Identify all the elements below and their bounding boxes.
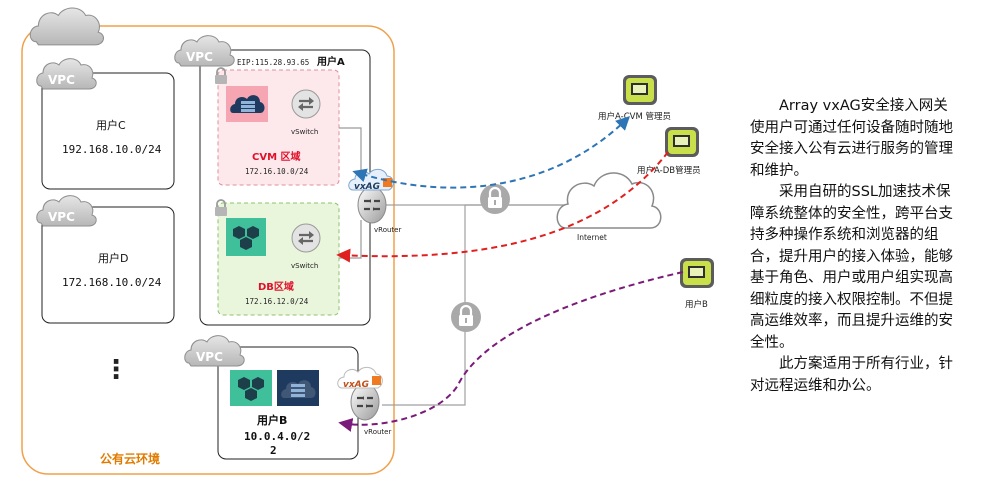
cvm-zone-cidr: 172.16.10.0/24: [245, 167, 309, 176]
description-paragraph: Array vxAG安全接入网关使用户可通过任何设备随时随地安全接入公有云进行服…: [750, 98, 953, 179]
user-b-remote-label: 用户B: [685, 299, 708, 310]
vpc-user-a: VPC EIP:115.28.93.65 用户A vSwitch CVM 区域: [174, 35, 371, 326]
vpc-cloud-icon: VPC: [36, 195, 97, 227]
cvm-zone-title: CVM 区域: [252, 150, 301, 163]
user-b-vrouter: vRouter vxAG: [337, 366, 391, 436]
db-vswitch-label: vSwitch: [291, 262, 318, 270]
lock-icon: [215, 67, 227, 84]
user-c-cidr: 192.168.10.0/24: [62, 143, 162, 156]
internet-cloud-icon: [556, 172, 662, 229]
vswitch-icon: [290, 222, 322, 254]
user-b-terminal-icon: [680, 258, 714, 288]
public-cloud-icon: [29, 7, 104, 46]
lock-icon: [215, 199, 227, 216]
db-admin-label: 用户A-DB管理员: [637, 165, 701, 176]
user-a-vrouter-label: vRouter: [374, 226, 401, 234]
user-b-cidr-line1: 10.0.4.0/2: [244, 430, 310, 443]
vpc-cloud-icon: VPC: [174, 35, 235, 67]
db-admin-terminal-icon: [665, 127, 699, 157]
svg-text:VPC: VPC: [186, 50, 213, 64]
cvm-vswitch-label: vSwitch: [291, 128, 318, 136]
user-b-access-arrow: [338, 271, 684, 432]
ssl-lock-icon: [478, 182, 512, 216]
cloud-server-icon: [226, 86, 268, 122]
vpc-cloud-icon: VPC: [184, 335, 245, 367]
database-icon: [230, 370, 272, 406]
user-d-name: 用户D: [98, 251, 128, 265]
public-cloud-environment: 公有云环境: [21, 7, 395, 475]
user-b-vrouter-label: vRouter: [364, 428, 391, 436]
db-zone-cidr: 172.16.12.0/24: [245, 297, 309, 306]
user-a-name: 用户A: [316, 55, 345, 68]
database-icon: [226, 218, 266, 256]
user-b-cidr-line2: 2: [270, 444, 277, 457]
internet-label: Internet: [577, 233, 607, 242]
cvm-admin-access-arrow: [352, 116, 630, 189]
db-admin-access-arrow: [336, 151, 669, 263]
svg-text:VPC: VPC: [196, 350, 223, 364]
db-zone: vSwitch DB区域 172.16.12.0/24: [215, 199, 340, 316]
vpc-user-d: VPC 用户D 172.168.10.0/24: [36, 195, 175, 324]
vpc-user-c: VPC 用户C 192.168.10.0/24: [36, 58, 175, 190]
user-d-cidr: 172.168.10.0/24: [62, 276, 162, 289]
svg-text:VPC: VPC: [48, 73, 75, 87]
user-a-eip: EIP:115.28.93.65: [237, 58, 309, 67]
vswitch-icon: [290, 88, 322, 120]
more-vpcs-ellipsis: ⋮: [103, 355, 129, 385]
ssl-lock-icon: [449, 300, 483, 334]
cvm-admin-label: 用户A-CVM 管理员: [598, 111, 671, 122]
cvm-admin-terminal-icon: [623, 75, 657, 105]
description-paragraph: 此方案适用于所有行业，针对远程运维和办公。: [750, 356, 953, 394]
cloud-server-icon: [277, 370, 319, 406]
cvm-zone: vSwitch CVM 区域 172.16.10.0/24: [215, 67, 340, 186]
vpc-cloud-icon: VPC: [36, 58, 97, 90]
svg-text:VPC: VPC: [48, 210, 75, 224]
user-b-vxag-gateway-icon: vxAG: [337, 366, 383, 390]
user-c-name: 用户C: [96, 118, 126, 132]
svg-text:vxAG: vxAG: [354, 182, 380, 192]
user-b-name: 用户B: [257, 413, 287, 427]
description-paragraph: 采用自研的SSL加速技术保障系统整体的安全性，跨平台支持多种操作系统和浏览器的组…: [750, 184, 953, 351]
solution-description: Array vxAG安全接入网关使用户可通过任何设备随时随地安全接入公有云进行服…: [750, 96, 960, 397]
vpc-user-b: VPC 用户B 10.0.4.0/2 2: [184, 335, 359, 460]
public-cloud-label: 公有云环境: [100, 451, 160, 466]
db-zone-title: DB区域: [258, 280, 294, 293]
svg-text:vxAG: vxAG: [343, 380, 369, 390]
